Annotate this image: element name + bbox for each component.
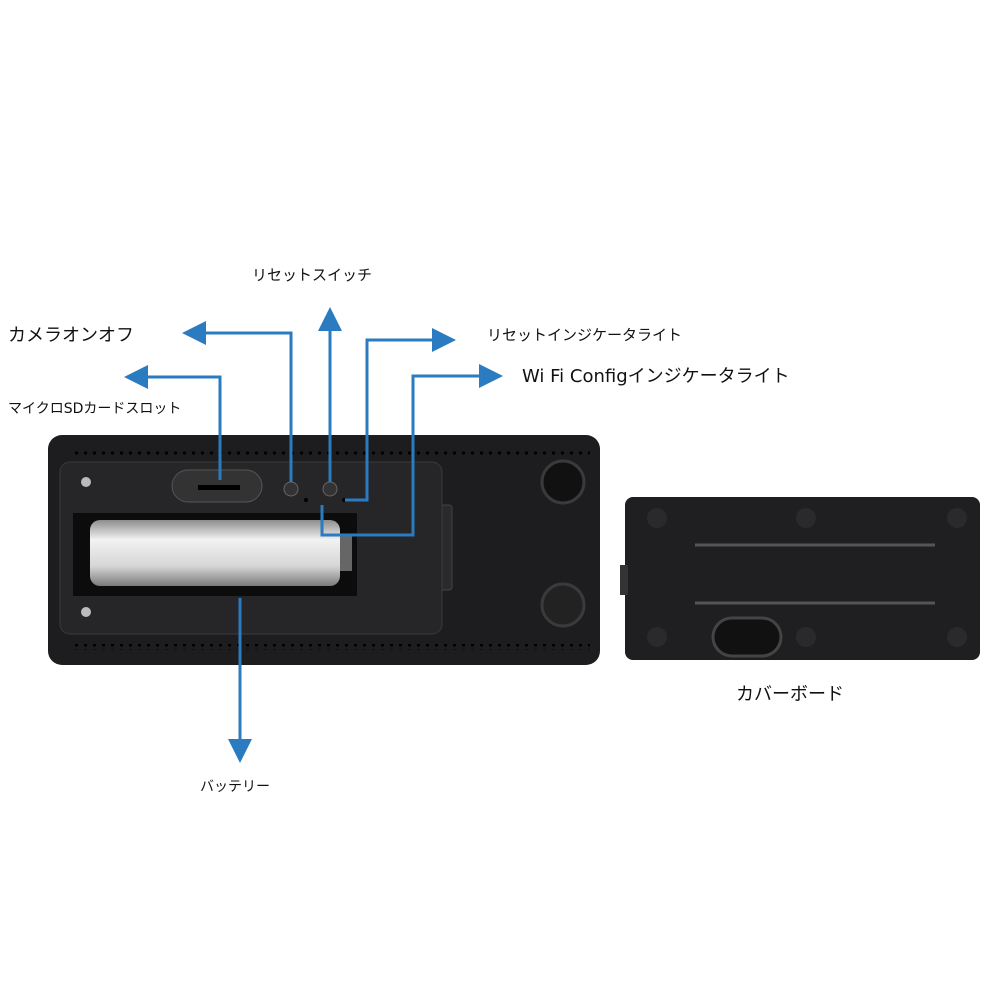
rubber-foot	[540, 459, 586, 505]
arrow-sd-slot	[124, 365, 222, 480]
label-battery: バッテリー	[200, 779, 270, 795]
battery	[90, 520, 340, 586]
label-wifi-indicator: Wi Fi Configインジケータライト	[522, 366, 790, 387]
camera-device-body	[48, 435, 600, 665]
screw	[81, 607, 91, 617]
label-camera-onoff: カメラオンオフ	[8, 325, 134, 346]
label-sd-slot: マイクロSDカードスロット	[8, 401, 182, 417]
rubber-foot	[540, 582, 586, 628]
arrow-camera-onoff	[182, 321, 293, 482]
screw	[81, 477, 91, 487]
label-reset-indicator: リセットインジケータライト	[487, 326, 683, 344]
vent-holes-bottom	[70, 644, 590, 650]
cover-board	[620, 497, 980, 660]
arrow-reset-indicator	[345, 328, 456, 502]
camera-onoff-button	[283, 481, 299, 497]
label-reset-switch: リセットスイッチ	[252, 266, 373, 284]
arrow-wifi-indicator	[320, 364, 503, 537]
label-cover-board: カバーボード	[736, 684, 844, 705]
reset-button	[322, 481, 338, 497]
